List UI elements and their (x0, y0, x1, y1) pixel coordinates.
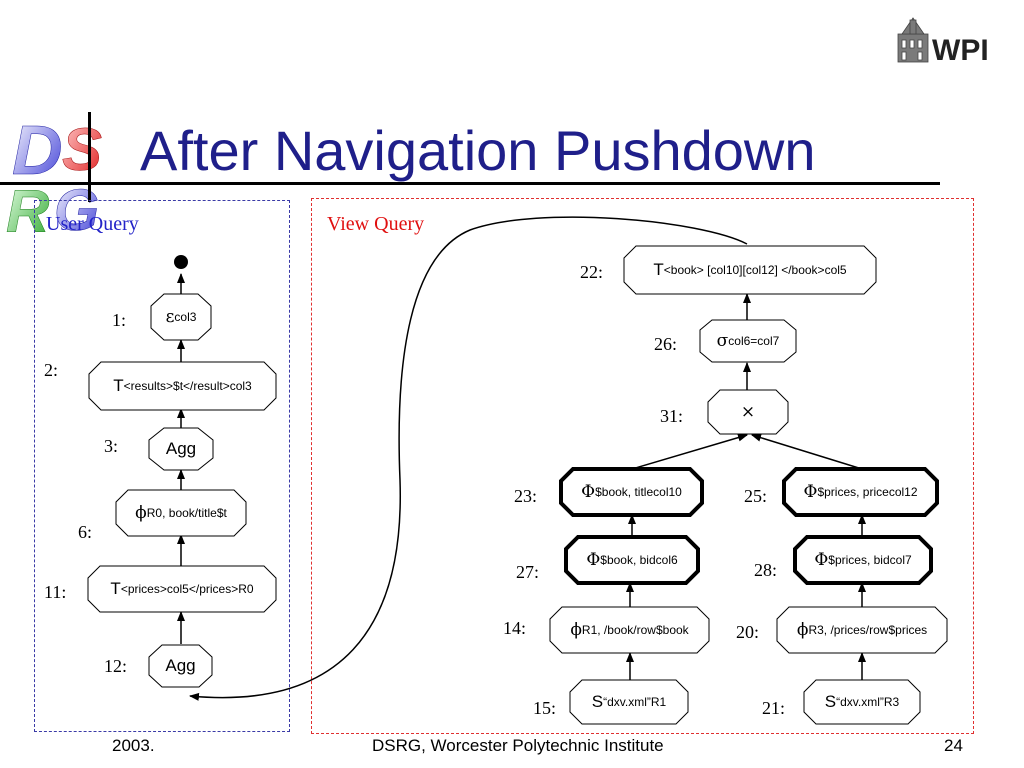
wpi-logo: WPI (896, 14, 1006, 71)
node-1-shape (150, 293, 212, 341)
step-label: 1: (112, 310, 127, 330)
step-label: 23: (514, 486, 538, 506)
step-label: 21: (762, 698, 786, 718)
edge-25-31 (751, 433, 863, 470)
step-label: 20: (736, 622, 760, 642)
node-22: T<book> [col10][col12] </book>col5 (653, 260, 847, 279)
node-12: Agg (165, 656, 196, 675)
edge-23-31 (631, 433, 748, 470)
step-label: 2: (44, 360, 59, 380)
node-15-shape (569, 679, 689, 725)
footer-center: DSRG, Worcester Polytechnic Institute (372, 736, 664, 755)
svg-text:S: S (62, 116, 102, 183)
node-27-shape (564, 535, 700, 585)
node-25-shape (782, 467, 939, 517)
step-label: 25: (744, 486, 768, 506)
node-2-shape (88, 361, 277, 411)
root-dot (174, 255, 188, 269)
step-label: 31: (660, 406, 684, 426)
node-3: Agg (165, 439, 197, 458)
node-3-shape (148, 427, 214, 471)
node-20-shape (776, 606, 948, 654)
node-31-shape (707, 389, 789, 435)
node-6-shape (115, 489, 247, 537)
node-21-shape (803, 679, 921, 725)
svg-text:G: G (54, 178, 99, 236)
slide-title: After Navigation Pushdown (140, 119, 816, 182)
step-label: 11: (44, 582, 67, 602)
step-label: 3: (104, 436, 119, 456)
node-31: × (740, 402, 756, 422)
node-21: S“dxv.xml”R3 (824, 692, 900, 711)
svg-text:D: D (12, 111, 63, 189)
step-label: 12: (104, 656, 128, 676)
node-22-shape (623, 245, 877, 295)
user-query-panel (34, 200, 290, 732)
footer-page-number: 24 (944, 736, 963, 755)
node-11: T<prices>col5</prices>R0 (110, 579, 254, 598)
view-query-label: View Query (327, 213, 425, 235)
node-15: S“dxv.xml”R1 (591, 692, 667, 711)
node-23-shape (559, 467, 704, 517)
step-label: 27: (516, 562, 540, 582)
node-12-shape (148, 644, 213, 688)
title-vertical-rule (88, 112, 91, 202)
node-2: T<results>$t</result>col3 (113, 376, 252, 395)
view-query-panel (311, 198, 974, 734)
node-28-shape (793, 535, 933, 585)
pushdown-edge (189, 216, 748, 701)
svg-text:R: R (6, 178, 49, 236)
step-label: 28: (754, 560, 778, 580)
dsrg-logo: D S R G (4, 106, 134, 246)
user-query-label: User Query (46, 213, 139, 235)
step-label: 26: (654, 334, 678, 354)
node-14-shape (549, 606, 710, 654)
step-label: 22: (580, 262, 604, 282)
node-26-shape (699, 319, 797, 363)
step-label: 6: (78, 522, 93, 542)
step-label: 14: (503, 618, 527, 638)
footer-date: 2003. (112, 736, 155, 755)
node-11-shape (87, 565, 277, 613)
step-label: 15: (533, 698, 557, 718)
wpi-logo-text: WPI (932, 34, 989, 66)
title-horizontal-rule (0, 182, 940, 185)
